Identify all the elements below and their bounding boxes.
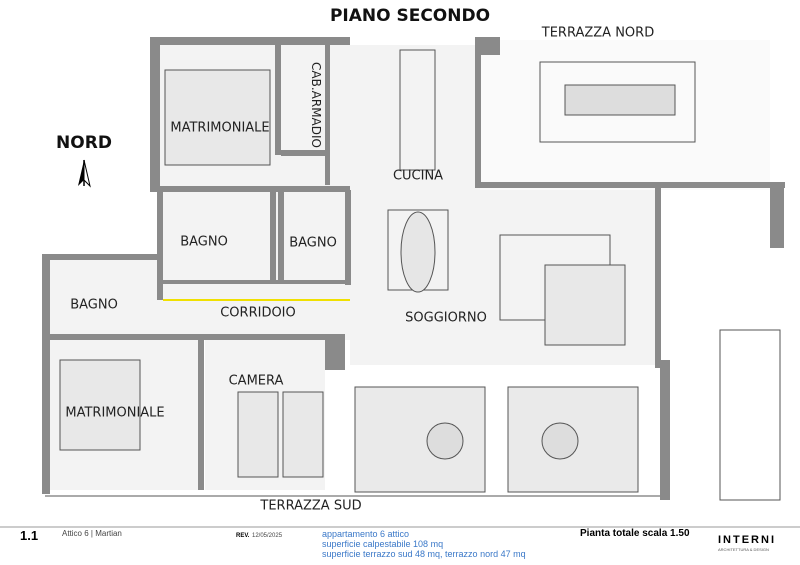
room-bagno-1: BAGNO xyxy=(180,234,228,250)
north-label: NORD xyxy=(56,133,112,153)
sheet-number: 1.1 xyxy=(20,528,39,543)
brand-subtitle: ARCHITETTURA & DESIGN xyxy=(718,547,769,552)
note-line: superficie terrazzo sud 48 mq, terrazzo … xyxy=(322,549,526,559)
project-name: Attico 6 | Martian xyxy=(62,529,122,538)
room-matrimoniale-bottom: MATRIMONIALE xyxy=(65,405,165,421)
room-cucina: CUCINA xyxy=(392,168,444,184)
room-bagno-3: BAGNO xyxy=(70,297,118,313)
note-line: superficie calpestabile 108 mq xyxy=(322,539,444,549)
rev-date: 12/05/2025 xyxy=(252,533,283,539)
north-arrow-icon xyxy=(78,159,91,188)
brand-logo: INTERNI xyxy=(718,534,776,546)
notes: appartamento 6 attico superficie calpest… xyxy=(322,529,526,559)
scale-label: Pianta totale scala 1.50 xyxy=(580,528,690,539)
room-bagno-2: BAGNO xyxy=(289,235,337,251)
room-corridoio: CORRIDOIO xyxy=(220,305,296,321)
rev-label: REV. xyxy=(236,533,250,539)
room-terrazza-sud: TERRAZZA SUD xyxy=(260,498,362,514)
walls xyxy=(42,37,785,500)
page-title: PIANO SECONDO xyxy=(329,6,491,26)
room-terrazza-nord: TERRAZZA NORD xyxy=(541,25,655,41)
room-soggiorno: SOGGIORNO xyxy=(405,310,487,326)
note-line: appartamento 6 attico xyxy=(322,529,410,539)
room-camera: CAMERA xyxy=(228,373,284,389)
room-matrimoniale-top: MATRIMONIALE xyxy=(170,120,270,136)
room-cab-armadio: CAB.ARMADIO xyxy=(309,62,323,148)
